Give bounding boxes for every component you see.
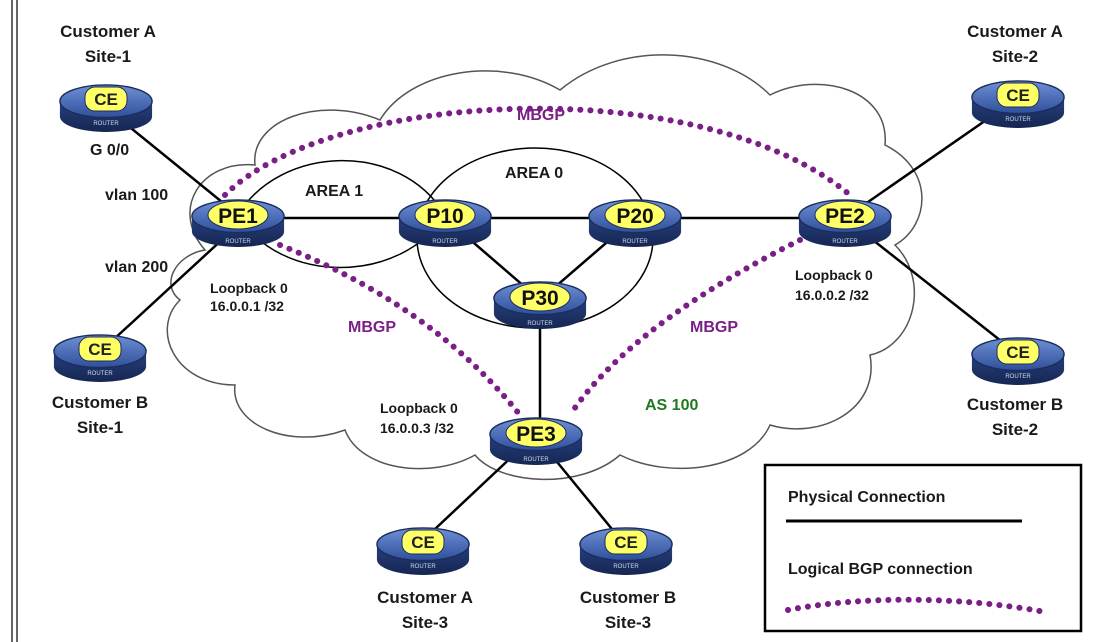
router-name: P10 xyxy=(426,205,463,228)
router-p20: P20 ROUTER xyxy=(588,199,682,248)
router-label-bg xyxy=(207,200,269,230)
ce-label: CE xyxy=(1006,86,1030,105)
router-badge: ROUTER xyxy=(1005,117,1031,123)
customer-b2-site: Site-2 xyxy=(992,420,1038,439)
router-pe2: PE2 ROUTER xyxy=(798,199,892,248)
ce-label-bg xyxy=(996,82,1040,108)
router-name: PE3 xyxy=(516,423,556,446)
pe2-loopback-ip: 16.0.0.2 /32 xyxy=(795,287,869,303)
ce-router-b3: CE ROUTER xyxy=(579,527,673,576)
customer-b2-name: Customer B xyxy=(967,395,1063,414)
router-name: P20 xyxy=(616,205,653,228)
ce-router-b2: CE ROUTER xyxy=(971,337,1065,386)
router-badge: ROUTER xyxy=(225,239,251,245)
router-p30: P30 ROUTER xyxy=(493,281,587,330)
customer-b1-site: Site-1 xyxy=(77,418,123,437)
router-name: PE1 xyxy=(218,205,258,228)
ce-label-bg xyxy=(78,336,122,362)
ce-router-a3: CE ROUTER xyxy=(376,527,470,576)
customer-a3-name: Customer A xyxy=(377,588,473,607)
link-ce-b1-pe1 xyxy=(99,224,239,353)
legend-logical-label: Logical BGP connection xyxy=(788,561,973,578)
area-1-label: AREA 1 xyxy=(305,183,363,200)
router-pe1: PE1 ROUTER xyxy=(191,199,285,248)
mbgp-label-right: MBGP xyxy=(690,319,738,336)
customer-b3-name: Customer B xyxy=(580,588,676,607)
router-badge: ROUTER xyxy=(523,457,549,463)
pe3-loopback-ip: 16.0.0.3 /32 xyxy=(380,420,454,436)
ce-label-bg xyxy=(84,86,128,112)
bgp-pe1-pe2 xyxy=(222,105,853,198)
customer-b3-site: Site-3 xyxy=(605,613,651,632)
router-pe3: PE3 ROUTER xyxy=(489,417,583,466)
ce-label: CE xyxy=(94,90,118,109)
router-badge: ROUTER xyxy=(622,239,648,245)
router-name: PE2 xyxy=(825,205,865,228)
interface-label-vlan200: vlan 200 xyxy=(105,259,168,276)
router-p10: P10 ROUTER xyxy=(398,199,492,248)
router-label-bg xyxy=(414,200,476,230)
interface-label-g00: G 0/0 xyxy=(90,142,129,159)
router-label-bg xyxy=(505,418,567,448)
ce-router-b1: CE ROUTER xyxy=(53,334,147,383)
ce-label-bg xyxy=(401,529,445,555)
router-badge: ROUTER xyxy=(613,564,639,570)
mbgp-label-left: MBGP xyxy=(348,319,396,336)
ce-label-bg xyxy=(996,339,1040,365)
ce-label: CE xyxy=(614,533,638,552)
area-0-label: AREA 0 xyxy=(505,165,563,182)
router-badge: ROUTER xyxy=(527,321,553,327)
bgp-links xyxy=(222,105,853,418)
as-label: AS 100 xyxy=(645,397,698,414)
pe1-loopback-ip: 16.0.0.1 /32 xyxy=(210,298,284,314)
router-badge: ROUTER xyxy=(832,239,858,245)
router-badge: ROUTER xyxy=(432,239,458,245)
mbgp-label-top: MBGP xyxy=(517,107,565,124)
customer-a3-site: Site-3 xyxy=(402,613,448,632)
ce-label-bg xyxy=(604,529,648,555)
router-badge: ROUTER xyxy=(1005,374,1031,380)
ce-label: CE xyxy=(411,533,435,552)
legend: Physical Connection Logical BGP connecti… xyxy=(763,463,1083,633)
customer-b1-name: Customer B xyxy=(52,393,148,412)
customer-a2-site: Site-2 xyxy=(992,47,1038,66)
router-label-bg xyxy=(814,200,876,230)
router-label-bg xyxy=(509,282,571,312)
pe2-loopback-label: Loopback 0 xyxy=(795,267,873,283)
pe1-loopback-label: Loopback 0 xyxy=(210,280,288,296)
bgp-pe1-pe3 xyxy=(277,242,523,418)
pe3-loopback-label: Loopback 0 xyxy=(380,400,458,416)
ce-router-a1: CE ROUTER xyxy=(59,84,153,133)
customer-a2-name: Customer A xyxy=(967,22,1063,41)
router-name: P30 xyxy=(521,287,558,310)
customer-a1-site: Site-1 xyxy=(85,47,131,66)
ce-label: CE xyxy=(88,340,112,359)
ce-router-a2: CE ROUTER xyxy=(971,80,1065,129)
legend-logical-line xyxy=(785,596,1048,615)
router-badge: ROUTER xyxy=(410,564,436,570)
customer-a1-name: Customer A xyxy=(60,22,156,41)
legend-physical-label: Physical Connection xyxy=(788,489,945,506)
router-label-bg xyxy=(604,200,666,230)
interface-label-vlan100: vlan 100 xyxy=(105,187,168,204)
router-badge: ROUTER xyxy=(93,121,119,127)
router-badge: ROUTER xyxy=(87,371,113,377)
ce-label: CE xyxy=(1006,343,1030,362)
